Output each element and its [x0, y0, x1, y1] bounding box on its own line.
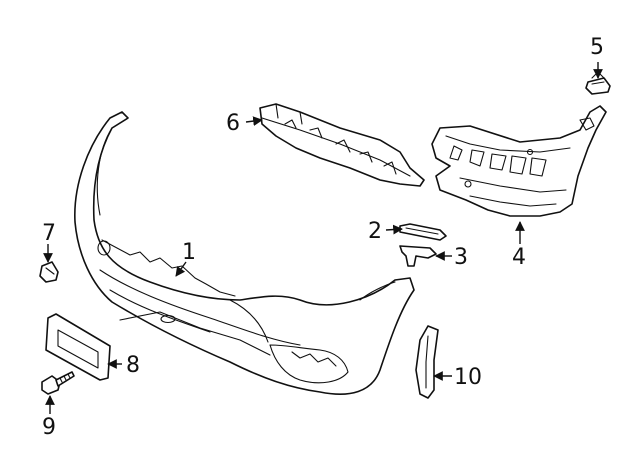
- leader-1: [175, 261, 187, 277]
- plate-bracket-8: [45, 313, 111, 381]
- leader-6: [245, 116, 263, 126]
- side-bracket: [431, 105, 607, 217]
- mount-bracket-3: [399, 245, 437, 267]
- trim-strip-2: [399, 223, 447, 241]
- callout-5: 5: [590, 35, 604, 60]
- callout-7: 7: [42, 221, 56, 246]
- leader-2: [385, 224, 403, 235]
- callout-10: 10: [454, 365, 482, 390]
- clip-5: [585, 71, 611, 95]
- reflector-10: [415, 325, 439, 399]
- leader-lines: [43, 62, 603, 414]
- bolt-9: [41, 371, 75, 395]
- callout-1: 1: [182, 240, 196, 265]
- callout-9: 9: [42, 415, 56, 440]
- callout-2: 2: [368, 219, 382, 244]
- callout-6: 6: [226, 111, 240, 136]
- bumper-cover: [74, 111, 415, 395]
- callout-3: 3: [454, 245, 468, 270]
- upper-bracket: [259, 103, 425, 187]
- callout-8: 8: [126, 353, 140, 378]
- grommet-7: [39, 261, 59, 283]
- callout-4: 4: [512, 245, 526, 270]
- callout-labels: 1 2 3 4 5 6 7 8 9 10: [42, 35, 604, 440]
